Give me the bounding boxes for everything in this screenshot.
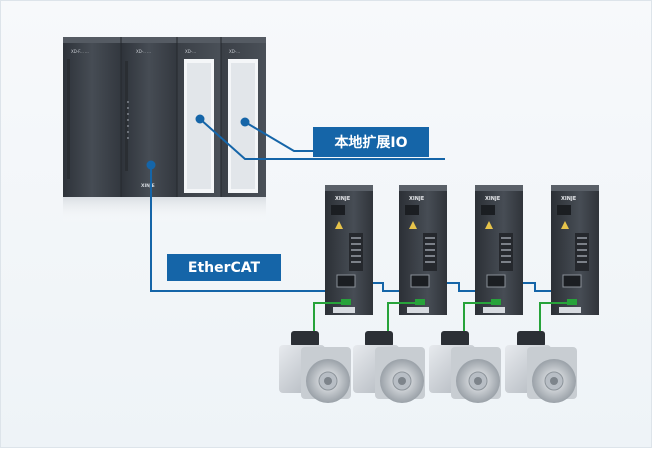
servo-motor — [429, 331, 501, 403]
plc-controller: XD-F... ... XD-.. ... XINJE XD-... XD-..… — [63, 37, 266, 197]
io-module-1-port — [195, 114, 205, 124]
ethercat-label: EtherCAT — [167, 254, 281, 281]
drive-brand: XINJE — [561, 196, 577, 202]
servo-drives: XINJE XINJE XINJE — [325, 185, 599, 315]
servo-drive: XINJE — [399, 185, 447, 315]
io-module-2-port — [240, 117, 250, 127]
servo-drive: XINJE — [475, 185, 523, 315]
servo-motors — [279, 331, 577, 403]
plc-brand: XINJE — [141, 183, 155, 189]
plc-module-label: XD-... — [229, 49, 240, 54]
plc-comm-module — [121, 37, 177, 197]
plc-ethercat-port — [146, 160, 156, 170]
servo-drive: XINJE — [325, 185, 373, 315]
plc-module-label: XD-.. ... — [136, 49, 151, 54]
servo-motor — [279, 331, 351, 403]
servo-motor — [353, 331, 425, 403]
plc-reflection — [63, 197, 266, 223]
drive-brand: XINJE — [409, 196, 425, 202]
servo-motor — [505, 331, 577, 403]
plc-module-label: XD-... — [185, 49, 196, 54]
local-io-bus — [199, 118, 445, 160]
plc-module-label: XD-F... ... — [71, 49, 89, 54]
local-io-label: 本地扩展IO — [313, 127, 429, 157]
plc-cpu-module — [63, 37, 121, 197]
servo-drive: XINJE — [551, 185, 599, 315]
drive-brand: XINJE — [335, 196, 351, 202]
drive-brand: XINJE — [485, 196, 501, 202]
